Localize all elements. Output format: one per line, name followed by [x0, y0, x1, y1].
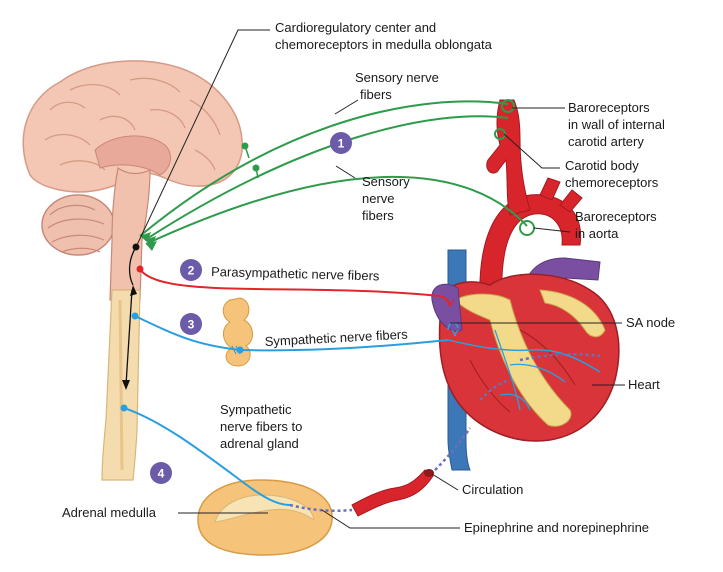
label-heart: Heart [628, 377, 660, 392]
labels: Cardioregulatory center and chemorecepto… [62, 20, 675, 535]
label-sa-node: SA node [626, 315, 675, 330]
label-parasympathetic: Parasympathetic nerve fibers [211, 264, 380, 283]
step-badge-1: 1 [330, 132, 352, 154]
step-badge-3: 3 [180, 313, 202, 335]
svg-text:2: 2 [188, 264, 195, 278]
label-symp-adrenal-line1: Sympathetic [220, 402, 292, 417]
cerebellum [41, 194, 115, 256]
svg-text:1: 1 [338, 137, 345, 151]
label-baro-carotid-line3: carotid artery [568, 134, 644, 149]
label-circulation: Circulation [462, 482, 523, 497]
label-symp-adrenal-line3: adrenal gland [220, 436, 299, 451]
label-medulla-line1: Cardioregulatory center and [275, 20, 436, 35]
label-symp-adrenal-line2: nerve fibers to [220, 419, 302, 434]
svg-text:4: 4 [158, 467, 165, 481]
coronary-vessels [494, 329, 566, 411]
label-sensory-mid-line3: fibers [362, 208, 394, 223]
vessels-and-heart [431, 99, 620, 471]
leader-lines [136, 29, 625, 529]
label-baro-aorta-line1: Baroreceptors [575, 209, 657, 224]
circulation-vessel [351, 469, 434, 517]
parasympathetic-nerve-path [139, 268, 451, 306]
step-badge-2: 2 [180, 259, 202, 281]
adrenal-gland [197, 479, 333, 556]
brain-folds [44, 77, 221, 171]
aortic-arch [479, 194, 582, 301]
label-carotid-body-line2: chemoreceptors [565, 175, 659, 190]
label-sensory-mid-line2: nerve [362, 191, 395, 206]
label-carotid-body-line1: Carotid body [565, 158, 639, 173]
brain-inner [94, 135, 171, 176]
label-baro-carotid-line2: in wall of internal [568, 117, 665, 132]
label-baro-carotid-line1: Baroreceptors [568, 100, 650, 115]
label-medulla-line2: chemoreceptors in medulla oblongata [275, 37, 493, 52]
label-sensory-top-line1: Sensory nerve [355, 70, 439, 85]
step-badges: 1 2 3 4 [150, 132, 352, 484]
label-epinephrine: Epinephrine and norepinephrine [464, 520, 649, 535]
atrium-left-purple [431, 283, 463, 332]
sensory-nerve-fibers [139, 100, 528, 245]
brain [22, 60, 243, 481]
svg-text:3: 3 [188, 318, 195, 332]
sympathetic-nerve-path [134, 315, 449, 352]
sympathetic-ganglion [222, 297, 253, 367]
label-sensory-mid-line1: Sensory [362, 174, 410, 189]
label-baro-aorta-line2: in aorta [575, 226, 619, 241]
step-badge-4: 4 [150, 462, 172, 484]
label-adrenal-medulla: Adrenal medulla [62, 505, 157, 520]
sympathetic-adrenal-path [123, 407, 291, 506]
heart-fat [454, 293, 572, 427]
label-sensory-top-line2: fibers [360, 87, 392, 102]
